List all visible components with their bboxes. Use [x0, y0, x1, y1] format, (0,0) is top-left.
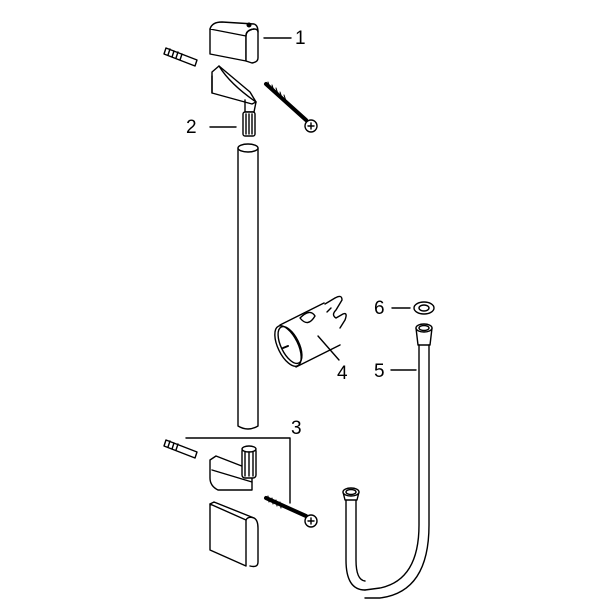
sliding-holder: [274, 295, 347, 368]
callout-1: 1: [295, 28, 306, 49]
callout-3: 3: [291, 418, 302, 439]
upper-screw: [264, 81, 318, 133]
callout-5: 5: [374, 361, 385, 382]
lower-cover-cap: [209, 501, 259, 568]
callout-6: 6: [374, 298, 385, 319]
lower-wall-plug: [163, 439, 198, 459]
shower-hose: [342, 323, 433, 599]
lower-bracket: [209, 445, 257, 491]
sealing-washer: [413, 301, 435, 315]
callout-2: 2: [186, 117, 197, 138]
upper-bracket: [211, 65, 257, 137]
top-cover-cap: [209, 21, 259, 64]
leader-line-4: [317, 335, 340, 361]
shower-rail: [237, 143, 259, 430]
upper-wall-plug: [163, 47, 198, 67]
lower-screw: [264, 495, 318, 528]
leader-line-3: [185, 437, 291, 504]
callout-4: 4: [337, 363, 348, 384]
